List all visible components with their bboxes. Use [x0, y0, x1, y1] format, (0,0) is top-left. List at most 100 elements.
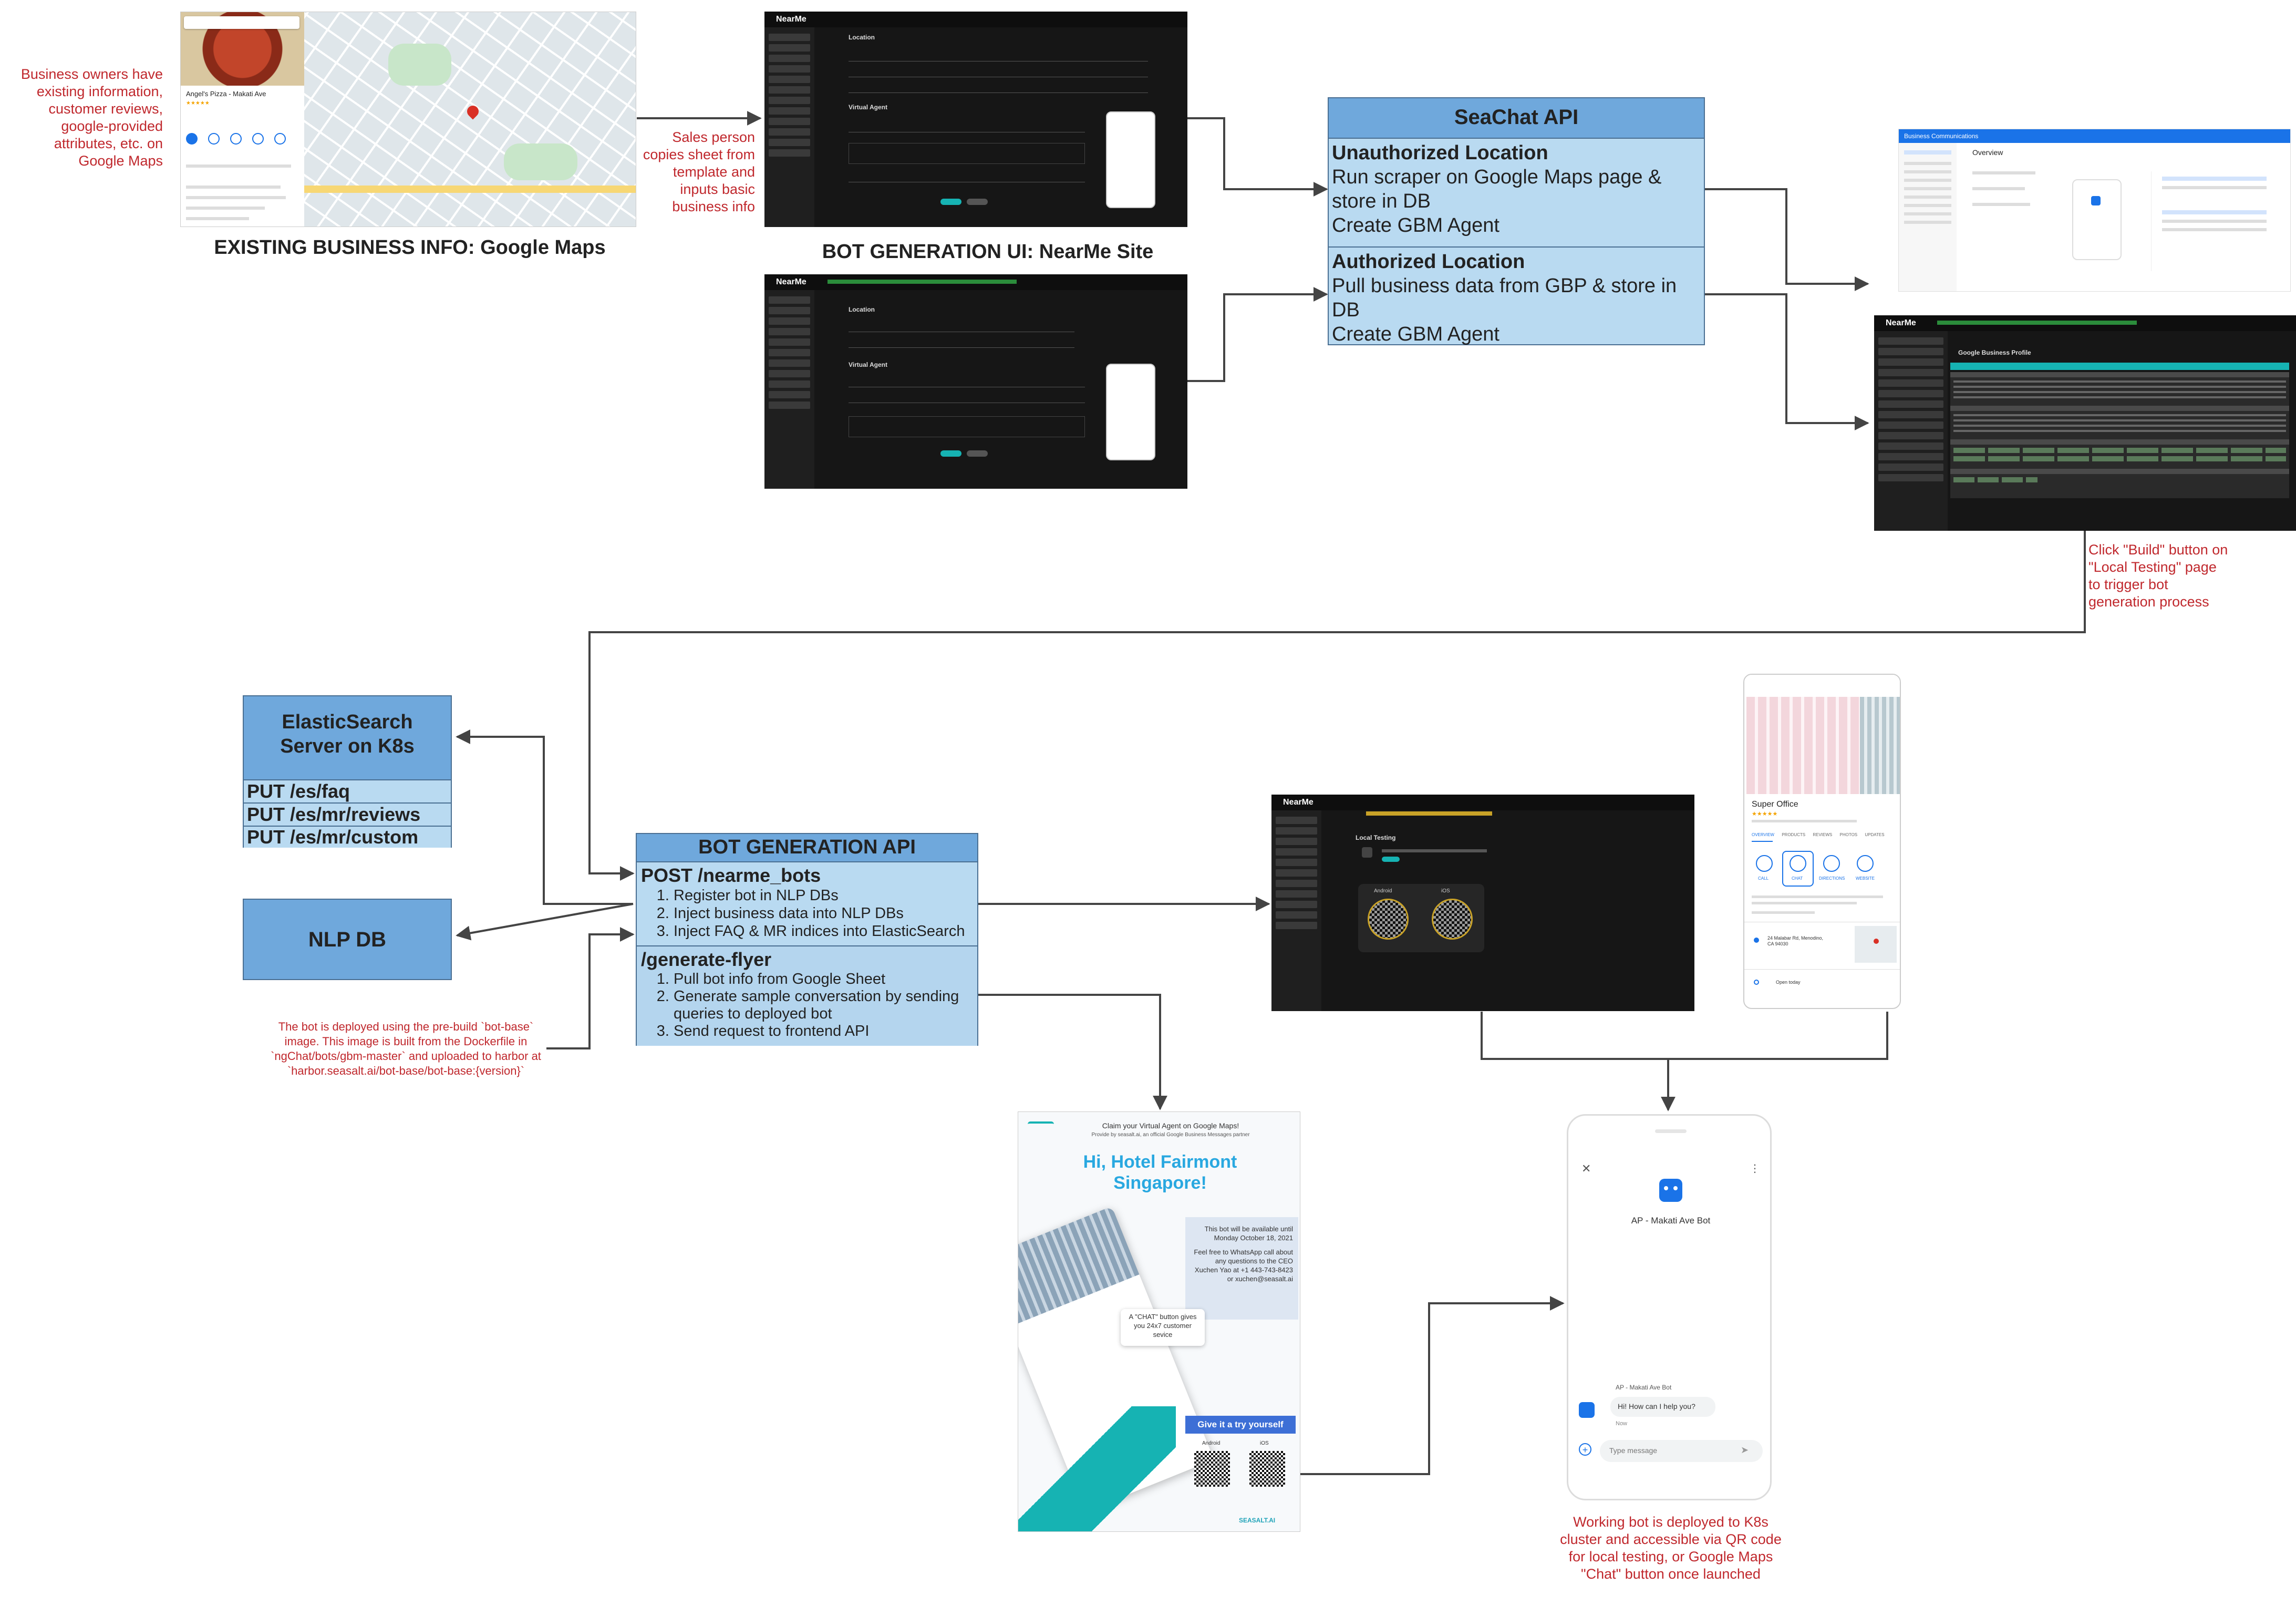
unauthorized-line: Run scraper on Google Maps page & store …: [1332, 166, 1662, 212]
flyer-chat-callout: A "CHAT" button gives you 24x7 customer …: [1121, 1309, 1205, 1346]
arrow-build-to-botgen: [588, 531, 2086, 881]
ios-qr-code: [1432, 899, 1473, 940]
store-tabs: OVERVIEW PRODUCTS REVIEWS PHOTOS UPDATES: [1752, 832, 1899, 841]
rating-stars: ★★★★★: [1752, 811, 1778, 817]
bot-generation-title: BOT GENERATION API: [637, 834, 977, 862]
post-step: Inject business data into NLP DBs: [674, 904, 973, 922]
tab-overview[interactable]: OVERVIEW: [1752, 832, 1774, 837]
arrow-botgen-to-nlpdb: [456, 903, 634, 941]
submit-button[interactable]: [940, 199, 961, 205]
local-testing-screenshot: NearMe Local Testing Android iOS: [1271, 795, 1694, 1011]
gbm-console-screenshot: Business Communications Overview: [1898, 129, 2291, 292]
note-sales-person: Sales person copies sheet from template …: [643, 129, 755, 214]
ios-label: iOS: [1441, 888, 1450, 894]
android-label: Android: [1374, 888, 1392, 894]
android-qr-code: [1368, 899, 1409, 940]
preview-phone: [1106, 364, 1155, 460]
greeting-line-1: Hi, Hotel Fairmont: [1083, 1152, 1237, 1172]
nearme-logo: NearMe: [1283, 798, 1314, 807]
map-pin-icon: [464, 103, 481, 120]
chat-phone: ✕ ⋮ AP - Makati Ave Bot AP - Makati Ave …: [1567, 1114, 1772, 1500]
map-search-bar[interactable]: [184, 16, 299, 29]
flyer-greeting: Hi, Hotel Fairmont Singapore!: [1050, 1151, 1270, 1193]
flyer-ios-label: iOS: [1260, 1440, 1269, 1446]
bot-name-small: AP - Makati Ave Bot: [1616, 1384, 1672, 1391]
flyer-android-qr: [1194, 1451, 1230, 1487]
cancel-button[interactable]: [967, 450, 988, 457]
arrow-flyer-to-chat: [1300, 1296, 1565, 1475]
nearme-logo: NearMe: [1886, 318, 1916, 327]
post-step: Register bot in NLP DBs: [674, 887, 973, 904]
add-icon[interactable]: +: [1579, 1443, 1591, 1456]
build-button[interactable]: [1382, 857, 1400, 862]
elasticsearch-box: ElasticSearch Server on K8s PUT /es/faq …: [243, 695, 452, 848]
clock-icon: [1754, 980, 1759, 985]
store-address: 24 Malabar Rd, Menodino, CA 94030: [1767, 935, 1824, 946]
flyer-android-label: Android: [1202, 1440, 1221, 1446]
unauthorized-title: Unauthorized Location: [1332, 142, 1548, 164]
nlp-db-box: NLP DB: [243, 899, 452, 980]
website-icon[interactable]: [1857, 855, 1874, 872]
chat-icon[interactable]: [1790, 855, 1806, 872]
call-label: CALL: [1758, 876, 1769, 881]
send-icon[interactable]: ➤: [1741, 1445, 1749, 1455]
flyer-title: /generate-flyer: [641, 949, 772, 970]
close-icon[interactable]: ✕: [1581, 1162, 1591, 1175]
line-join: [1481, 1012, 1888, 1060]
robot-icon: [1659, 1179, 1682, 1202]
location-heading: Location: [849, 306, 875, 313]
es-row-custom: PUT /es/mr/custom: [244, 827, 451, 848]
console-phone-preview: [2072, 179, 2122, 260]
bot-message-bubble: Hi! How can I help you?: [1610, 1397, 1715, 1417]
rating-stars: ★★★★★: [186, 100, 210, 106]
map-area: [304, 12, 636, 227]
seachat-api-box: SeaChat API Unauthorized Location Run sc…: [1328, 97, 1705, 345]
message-time: Now: [1616, 1420, 1628, 1427]
unauthorized-section: Unauthorized Location Run scraper on Goo…: [1329, 139, 1704, 248]
cancel-button[interactable]: [967, 199, 988, 205]
note-business-owners: Business owners have existing informatio…: [20, 66, 163, 169]
authorized-section: Authorized Location Pull business data f…: [1329, 248, 1704, 348]
note-deployed: The bot is deployed using the pre-build …: [271, 1020, 541, 1077]
flyer-claim: Claim your Virtual Agent on Google Maps!: [1102, 1121, 1239, 1130]
flyer: Claim your Virtual Agent on Google Maps!…: [1018, 1111, 1300, 1532]
more-options-icon[interactable]: ⋮: [1750, 1163, 1760, 1175]
store-name: Super Office: [1752, 800, 1798, 809]
authorized-line: Create GBM Agent: [1332, 323, 1499, 345]
elasticsearch-title: ElasticSearch Server on K8s: [244, 696, 451, 780]
console-header: Business Communications: [1899, 129, 2290, 143]
open-status: Open today: [1776, 980, 1801, 985]
call-icon[interactable]: [1756, 855, 1773, 872]
google-maps-screenshot: Angel's Pizza - Makati Ave ★★★★★: [180, 12, 636, 227]
tab-updates[interactable]: UPDATES: [1865, 832, 1885, 837]
gbp-heading: Google Business Profile: [1958, 349, 2031, 356]
flyer-ios-qr: [1249, 1451, 1285, 1487]
tab-photos[interactable]: PHOTOS: [1839, 832, 1858, 837]
flyer-step: Generate sample conversation by sending …: [674, 988, 973, 1023]
virtual-agent-heading: Virtual Agent: [849, 361, 888, 368]
tab-reviews[interactable]: REVIEWS: [1813, 832, 1833, 837]
tab-products[interactable]: PRODUCTS: [1782, 832, 1806, 837]
submit-button[interactable]: [940, 450, 961, 457]
arrow-botgen-to-flyer: [977, 994, 1167, 1110]
chat-button-highlight[interactable]: [1782, 851, 1814, 887]
directions-icon[interactable]: [1823, 855, 1840, 872]
preview-phone: [1106, 111, 1155, 208]
generate-flyer-section: /generate-flyer Pull bot info from Googl…: [637, 946, 977, 1046]
post-nearme-bots-section: POST /nearme_bots Register bot in NLP DB…: [637, 862, 977, 946]
arrow-nearme-top-to-seachat: [1187, 117, 1328, 197]
message-input[interactable]: Type message: [1600, 1440, 1763, 1462]
note-click-build: Click "Build" button on "Local Testing" …: [2088, 542, 2228, 610]
directions-label: DIRECTIONS: [1819, 876, 1845, 881]
authorized-line: Pull business data from GBP & store in D…: [1332, 275, 1677, 321]
nearme-logo: NearMe: [776, 277, 806, 286]
flyer-step: Pull bot info from Google Sheet: [674, 971, 973, 988]
robot-icon: [1579, 1402, 1595, 1418]
seachat-api-title: SeaChat API: [1329, 98, 1704, 139]
message-input-placeholder: Type message: [1609, 1446, 1658, 1455]
place-panel: Angel's Pizza - Makati Ave ★★★★★: [181, 12, 304, 227]
flyer-try-banner: Give it a try yourself: [1185, 1416, 1296, 1434]
flyer-info-text: This bot will be available until Monday …: [1204, 1225, 1293, 1242]
authorized-title: Authorized Location: [1332, 251, 1525, 273]
